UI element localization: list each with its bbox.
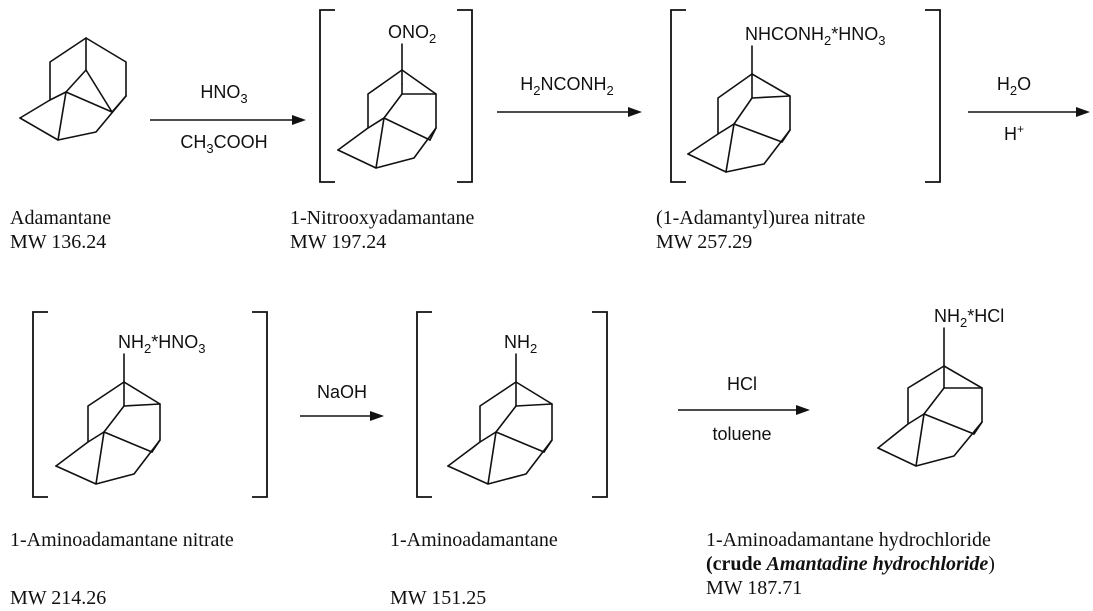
- adamantane-structure: [19, 37, 127, 141]
- bracket-right-3: [252, 311, 268, 498]
- nitrooxyadamantane-structure: [337, 43, 437, 169]
- reagent-water: H2O: [997, 74, 1031, 98]
- compound-label-nitrooxyadamantane: 1-Nitrooxyadamantane MW 197.24: [290, 206, 474, 254]
- compound-mw: MW 136.24: [10, 231, 107, 253]
- group-urea-nitrate: NHCONH2*HNO3: [745, 24, 885, 48]
- compound-name-line2: (crude Amantadine hydrochloride): [706, 553, 995, 575]
- compound-label-aminoadamantane-nitrate: 1-Aminoadamantane nitrate: [10, 528, 234, 552]
- reagent-hcl: HCl: [727, 374, 757, 394]
- reagent-hno3: HNO3: [200, 82, 247, 106]
- aminoadamantane-nitrate-structure: [55, 353, 161, 485]
- bracket-right-4: [592, 311, 608, 498]
- amantadine-hydrochloride-structure: [877, 327, 983, 467]
- reagent-naoh: NaOH: [317, 382, 367, 402]
- arrow-3: [968, 107, 1090, 117]
- adamantylurea-structure: [687, 45, 791, 173]
- compound-name: 1-Aminoadamantane hydrochloride: [706, 529, 991, 551]
- group-amine: NH2: [504, 332, 537, 356]
- arrow-4: [300, 411, 384, 421]
- bracket-left-1: [319, 9, 335, 183]
- bracket-left-2: [670, 9, 686, 183]
- compound-label-adamantane: Adamantane MW 136.24: [10, 206, 111, 254]
- group-ono2: ONO2: [388, 22, 436, 46]
- bracket-right-1: [457, 9, 473, 183]
- compound-name: 1-Nitrooxyadamantane: [290, 207, 475, 229]
- reagent-acid: H+: [1004, 122, 1024, 144]
- compound-mw: MW 257.29: [656, 231, 753, 253]
- compound-name: Adamantane: [10, 207, 112, 229]
- bracket-left-3: [32, 311, 48, 498]
- compound-label-aminoadamantane: 1-Aminoadamantane: [390, 528, 558, 552]
- bracket-left-4: [416, 311, 432, 498]
- compound-mw: MW 214.26: [10, 587, 107, 609]
- arrow-2: [497, 107, 642, 117]
- compound-mw-aminoadamantane: MW 151.25: [390, 586, 486, 610]
- compound-mw: MW 187.71: [706, 577, 803, 599]
- aminoadamantane-structure: [447, 353, 553, 485]
- reagent-acetic-acid: CH3COOH: [180, 132, 267, 156]
- group-amine-nitrate: NH2*HNO3: [118, 332, 205, 356]
- reagent-toluene: toluene: [712, 424, 771, 444]
- bracket-right-2: [925, 9, 941, 183]
- group-amine-hcl: NH2*HCl: [934, 306, 1004, 330]
- compound-name: 1-Aminoadamantane nitrate: [10, 529, 234, 551]
- arrow-1: [150, 115, 306, 125]
- compound-name: (1-Adamantyl)urea nitrate: [656, 207, 866, 229]
- compound-mw: MW 151.25: [390, 587, 487, 609]
- compound-mw-aminoadamantane-nitrate: MW 214.26: [10, 586, 106, 610]
- compound-label-adamantylurea: (1-Adamantyl)urea nitrate MW 257.29: [656, 206, 865, 254]
- arrow-5: [678, 405, 810, 415]
- compound-label-amantadine-hcl: 1-Aminoadamantane hydrochloride (crude A…: [706, 528, 995, 600]
- compound-name: 1-Aminoadamantane: [390, 529, 558, 551]
- reagent-urea: H2NCONH2: [520, 74, 613, 98]
- compound-mw: MW 197.24: [290, 231, 387, 253]
